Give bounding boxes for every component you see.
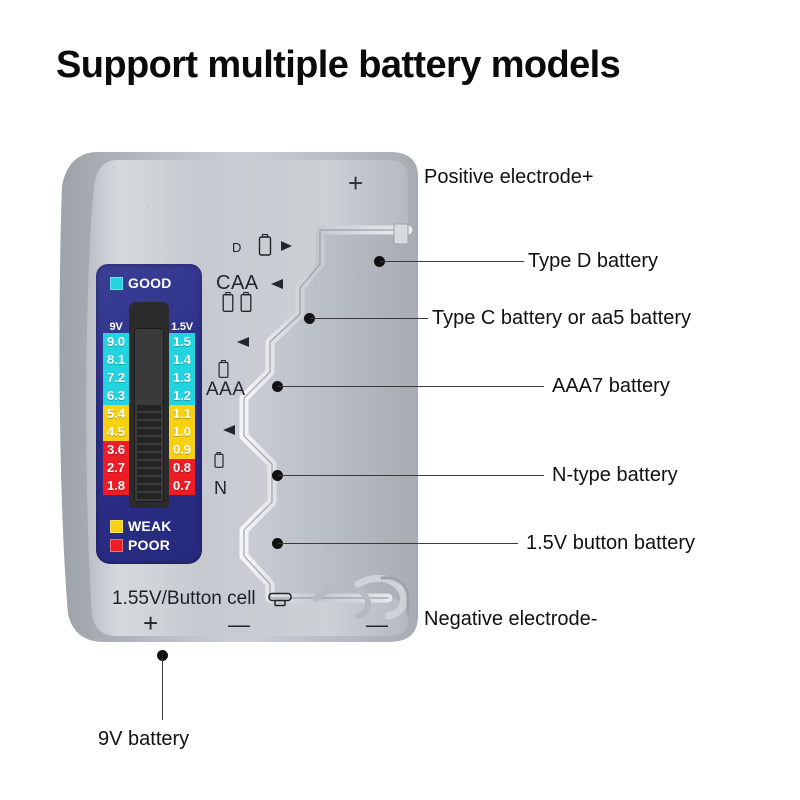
callout-line-9v-battery — [162, 658, 163, 720]
slot-label-caa: CAA — [216, 272, 259, 294]
scale-9v-cell: 4.5 — [103, 423, 129, 441]
scale-1-5v-cell: 1.1 — [169, 405, 195, 423]
callout-label-aaa7-battery: AAA7 battery — [552, 375, 670, 397]
scale-1-5v-cell: 1.0 — [169, 423, 195, 441]
battery-bar-segments — [134, 328, 164, 502]
legend-poor: POOR — [110, 538, 170, 552]
button-cell-label: 1.55V/Button cell — [112, 588, 256, 609]
bar-segment — [137, 485, 161, 491]
bar-segment — [137, 421, 161, 427]
legend-weak: WEAK — [110, 519, 172, 533]
legend-label-good: GOOD — [128, 275, 172, 291]
battery-icon — [214, 452, 224, 468]
callout-label-n-type-battery: N-type battery — [552, 464, 678, 486]
legend-label-poor: POOR — [128, 537, 171, 553]
bar-segment — [137, 477, 161, 483]
callout-line-aaa7 — [278, 386, 544, 387]
legend-swatch-good — [110, 276, 123, 290]
callout-label-9v-battery: 9V battery — [98, 728, 190, 750]
scale-1-5v-cell: 1.3 — [169, 369, 195, 387]
bar-segment — [137, 429, 161, 435]
scale-9v-cell: 6.3 — [103, 387, 129, 405]
scale-1-5v-cell: 1.2 — [169, 387, 195, 405]
callout-line-n-type — [278, 475, 544, 476]
arrow-left-icon — [268, 278, 284, 290]
legend-swatch-weak — [110, 519, 123, 533]
bar-segment — [137, 453, 161, 459]
callout-label-button-battery: 1.5V button battery — [526, 532, 696, 554]
slot-label-d: D — [232, 240, 242, 255]
callout-label-type-d-battery: Type D battery — [528, 250, 659, 272]
arrow-right-icon — [280, 240, 294, 252]
battery-icon — [240, 292, 252, 312]
legend-good: GOOD — [110, 276, 172, 290]
battery-icon — [222, 292, 234, 312]
page-title: Support multiple battery models — [56, 44, 621, 86]
bar-segment — [137, 405, 161, 411]
positive-terminal-symbol: + — [348, 168, 364, 198]
callout-label-positive-electrode: Positive electrode+ — [424, 166, 594, 188]
button-cell-icon — [268, 592, 292, 608]
callout-line-button-battery — [278, 543, 518, 544]
scale-9v-cell: 7.2 — [103, 369, 129, 387]
battery-icon — [258, 234, 272, 256]
bar-segment — [137, 413, 161, 419]
spring-contact — [313, 574, 410, 620]
scale-1-5v-cell: 0.7 — [169, 477, 195, 495]
scale-9v-cell: 1.8 — [103, 477, 129, 495]
callout-dot-type-d — [374, 256, 385, 267]
scale-1-5v-cell: 0.9 — [169, 441, 195, 459]
bar-segment — [137, 461, 161, 467]
scale-9v-cell: 3.6 — [103, 441, 129, 459]
callout-line-type-c — [310, 318, 428, 319]
bar-segment — [137, 469, 161, 475]
scale-header-1-5v: 1.5V — [171, 321, 193, 333]
callout-line-type-d — [380, 261, 524, 262]
scale-9v-cell: 8.1 — [103, 351, 129, 369]
bar-segment — [137, 437, 161, 443]
callout-dot-button-battery — [272, 538, 283, 549]
bar-segment — [137, 493, 161, 499]
scale-9v-cell: 2.7 — [103, 459, 129, 477]
bar-segment — [137, 445, 161, 451]
scale-1-5v-cell: 0.8 — [169, 459, 195, 477]
battery-bar-terminal — [141, 318, 157, 330]
callout-dot-n-type — [272, 470, 283, 481]
legend-swatch-poor — [110, 538, 123, 552]
arrow-left-icon — [234, 336, 250, 348]
arrow-left-icon — [220, 424, 236, 436]
slot-label-aaa: AAA — [206, 379, 246, 400]
scale-1-5v-cell: 1.5 — [169, 333, 195, 351]
callout-dot-type-c — [304, 313, 315, 324]
button-cell-positive-symbol: + — [143, 608, 159, 638]
battery-bar-window — [129, 302, 169, 508]
callout-label-type-c-battery: Type C battery or aa5 battery — [432, 307, 692, 329]
callout-dot-9v-battery — [157, 650, 168, 661]
device-negative-symbol: — — [366, 612, 388, 637]
callout-dot-aaa7 — [272, 381, 283, 392]
scale-1-5v-cell: 1.4 — [169, 351, 195, 369]
legend-label-weak: WEAK — [128, 518, 172, 534]
slot-label-n: N — [214, 478, 227, 498]
button-cell-negative-symbol: — — [228, 612, 250, 637]
scale-9v-cell: 5.4 — [103, 405, 129, 423]
scale-header-9v: 9V — [109, 321, 123, 333]
callout-label-negative-electrode: Negative electrode- — [424, 608, 598, 630]
battery-icon — [218, 360, 229, 378]
scale-9v-cell: 9.0 — [103, 333, 129, 351]
